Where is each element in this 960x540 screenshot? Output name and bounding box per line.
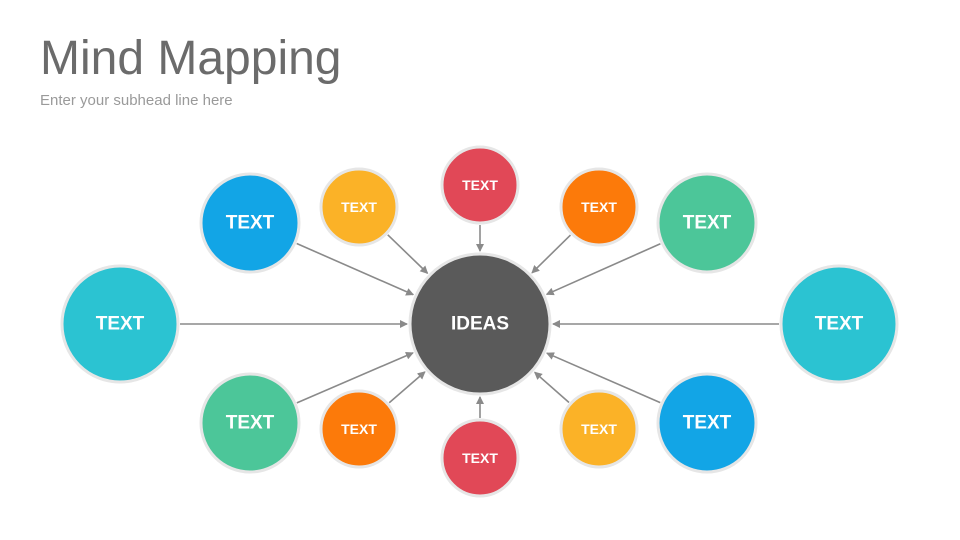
connector-arrow-lower-left-inner [388,371,426,404]
node-label-upper-left-inner: TEXT [341,199,377,215]
node-label-lower-right-inner: TEXT [581,421,617,437]
connector-arrow-upper-right-inner [531,234,572,274]
connector-arrow-lower-left [296,351,414,404]
node-label-upper-right: TEXT [683,213,732,234]
node-label-bottom: TEXT [462,450,498,466]
node-label-left: TEXT [96,314,145,335]
connector-arrow-upper-left-inner [387,234,429,274]
node-circle-top [440,145,520,225]
node-circle-left [60,264,180,384]
node-lower-left: TEXT [199,372,301,474]
node-circle-upper-left-inner [319,167,399,247]
node-right: TEXT [779,264,899,384]
page-subhead: Enter your subhead line here [40,92,233,109]
connector-arrow-lower-right [545,352,661,404]
page-title: Mind Mapping [40,32,342,85]
node-upper-right: TEXT [656,172,758,274]
node-label-lower-left: TEXT [226,413,275,434]
node-circle-right [779,264,899,384]
node-left: TEXT [60,264,180,384]
node-lower-left-inner: TEXT [319,389,399,469]
node-label-upper-left: TEXT [226,213,275,234]
node-upper-right-inner: TEXT [559,167,639,247]
node-label-right: TEXT [815,314,864,335]
node-circle-upper-left [199,172,301,274]
node-label-upper-right-inner: TEXT [581,199,617,215]
node-circle-upper-right-inner [559,167,639,247]
node-label-top: TEXT [462,177,498,193]
connector-arrow-lower-right-inner [533,371,570,404]
node-circle-lower-right-inner [559,389,639,469]
connector-arrow-upper-left [296,242,415,296]
connector-arrow-upper-right [545,243,661,296]
node-lower-right: TEXT [656,372,758,474]
node-circle-bottom [440,418,520,498]
node-label-lower-right: TEXT [683,413,732,434]
node-circle-lower-left-inner [319,389,399,469]
node-circle-upper-right [656,172,758,274]
node-top: TEXT [440,145,520,225]
node-label-lower-left-inner: TEXT [341,421,377,437]
node-upper-left: TEXT [199,172,301,274]
center-label: IDEAS [451,314,509,335]
node-bottom: TEXT [440,418,520,498]
center-node: IDEAS [408,252,552,396]
center-circle [408,252,552,396]
node-lower-right-inner: TEXT [559,389,639,469]
node-circle-lower-right [656,372,758,474]
node-circle-lower-left [199,372,301,474]
node-upper-left-inner: TEXT [319,167,399,247]
